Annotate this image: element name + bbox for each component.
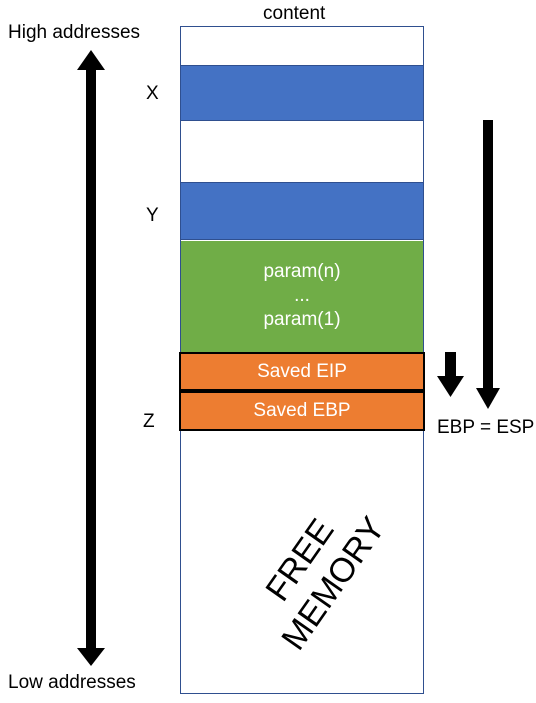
param-n-label: param(n) — [263, 261, 341, 282]
marker-x: X — [146, 83, 159, 104]
param-1-label: param(1) — [263, 309, 341, 330]
saved-eip-box: Saved EIP — [179, 352, 425, 391]
esp-down-arrow — [476, 120, 500, 409]
content-header: content — [263, 3, 326, 24]
low-addresses-label: Low addresses — [8, 672, 136, 693]
high-addresses-label: High addresses — [8, 22, 141, 43]
stack-cell-y — [181, 182, 423, 240]
marker-y: Y — [146, 205, 159, 226]
marker-z: Z — [143, 411, 155, 432]
ebp-down-arrow — [437, 352, 464, 397]
address-range-arrow — [77, 50, 105, 666]
params-block: param(n) ... param(1) — [181, 241, 423, 354]
saved-ebp-box: Saved EBP — [179, 391, 425, 431]
ebp-esp-label: EBP = ESP — [437, 417, 535, 438]
param-ellipsis: ... — [294, 285, 310, 306]
stack-cell-x — [181, 65, 423, 121]
